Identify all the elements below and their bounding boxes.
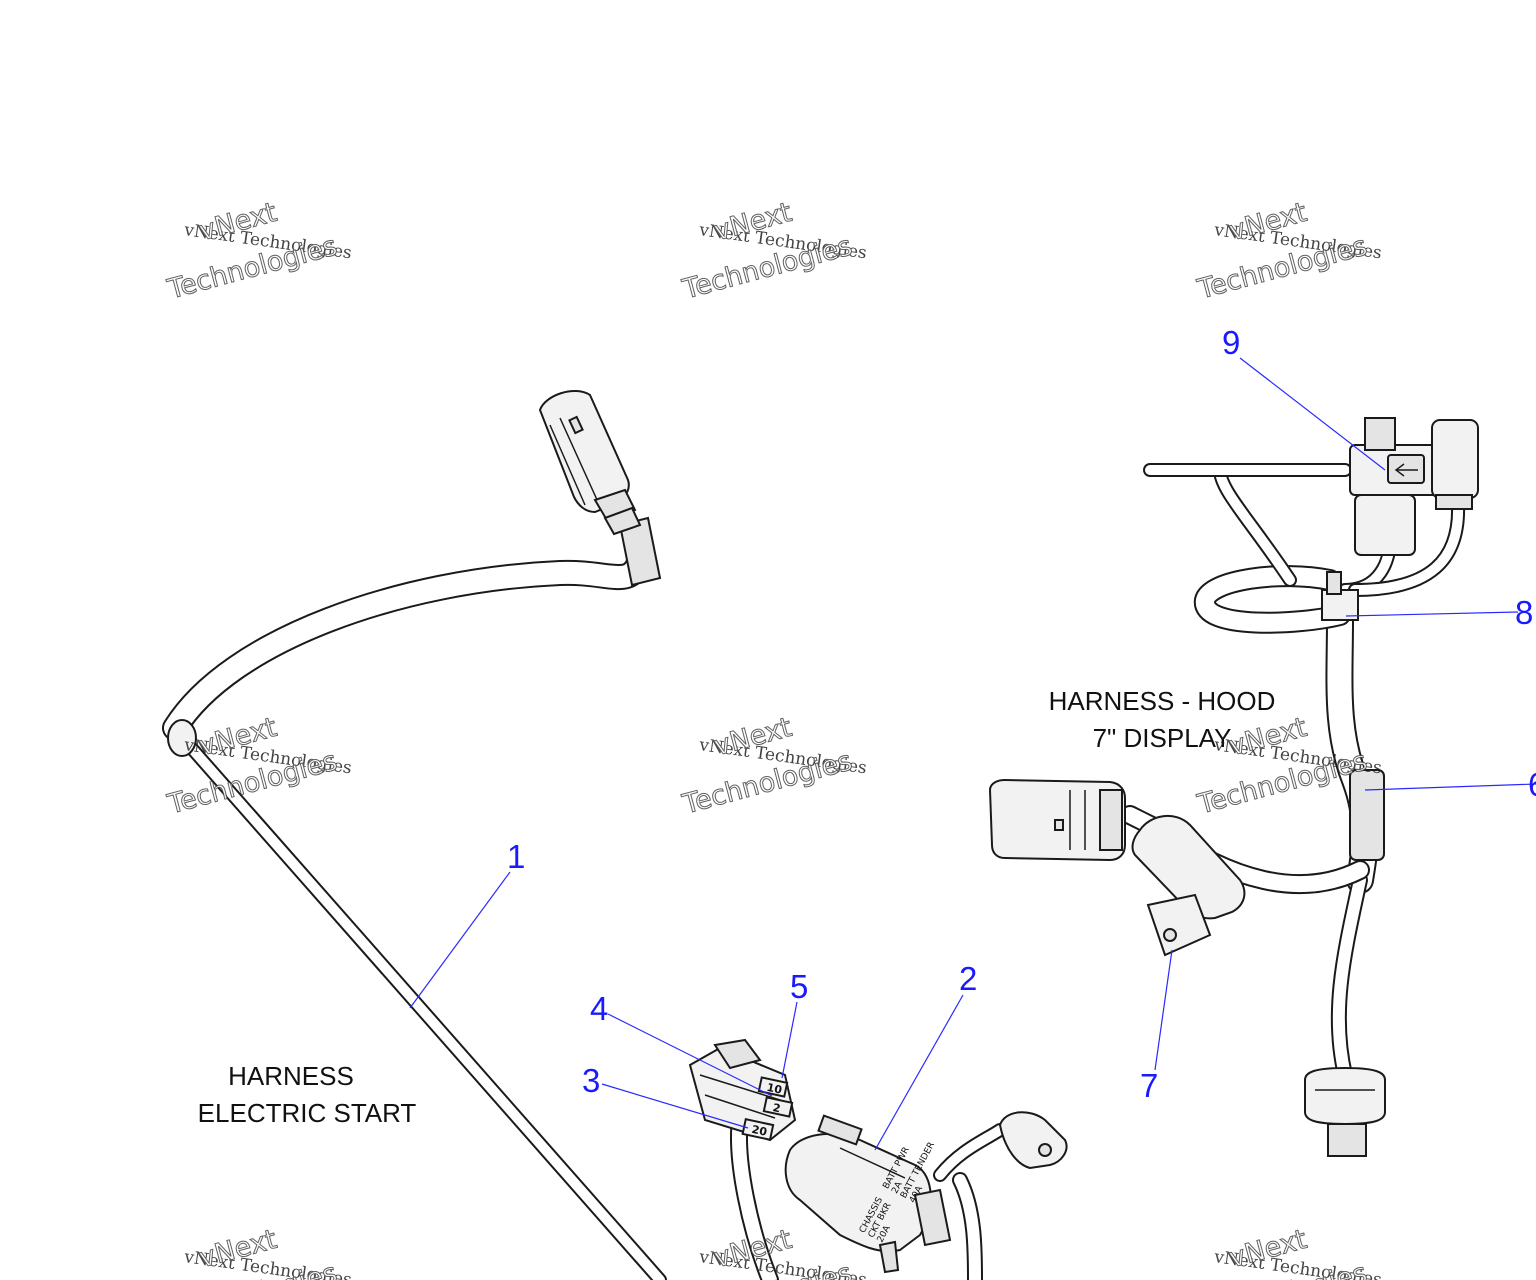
- callout-5: 5: [790, 968, 808, 1005]
- harness-electric-start-drawing: [162, 390, 667, 1280]
- pin-label-10: 10: [765, 1081, 783, 1097]
- callout-6: 6: [1528, 766, 1536, 803]
- label-harness-hood: HARNESS - HOOD: [1049, 686, 1276, 716]
- label-7-inch-display: 7" DISPLAY: [1093, 723, 1232, 753]
- label-electric-start: ELECTRIC START: [198, 1098, 417, 1128]
- callout-9: 9: [1222, 324, 1240, 361]
- relay-block-drawing: CHASSIS CKT BKR 20A BATT PWR 2A BATT TEN…: [784, 1111, 1068, 1280]
- callout-1: 1: [507, 838, 525, 875]
- watermark-7: vNext Technologies vNext Technologies: [163, 1223, 353, 1280]
- leader-lines: [409, 357, 1536, 1151]
- connector-3-4-5-drawing: 10 2 20: [688, 1038, 797, 1280]
- harness-labels: HARNESS - HOOD 7" DISPLAY HARNESS ELECTR…: [198, 686, 1276, 1128]
- watermarks: vNext Technologies vNext Technologies vN…: [163, 196, 1383, 1280]
- callout-2: 2: [959, 960, 977, 997]
- watermark-9: vNext Technologies vNext Technologies: [1193, 1223, 1383, 1280]
- watermark-1: vNext Technologies vNext Technologies: [163, 196, 353, 306]
- pin-label-20: 20: [750, 1123, 768, 1139]
- callout-3: 3: [582, 1062, 600, 1099]
- callout-4: 4: [590, 990, 608, 1027]
- watermark-2: vNext Technologies vNext Technologies: [678, 196, 868, 306]
- harness-hood-drawing: [988, 417, 1479, 1157]
- watermark-5: vNext Technologies vNext Technologies: [678, 711, 868, 821]
- pin-label-2: 2: [771, 1101, 781, 1115]
- callout-8: 8: [1515, 594, 1533, 631]
- callout-numbers: 1 2 3 4 5 6 7 8 9: [507, 324, 1536, 1104]
- callout-7: 7: [1140, 1067, 1158, 1104]
- watermark-3: vNext Technologies vNext Technologies: [1193, 196, 1383, 306]
- label-harness: HARNESS: [228, 1061, 354, 1091]
